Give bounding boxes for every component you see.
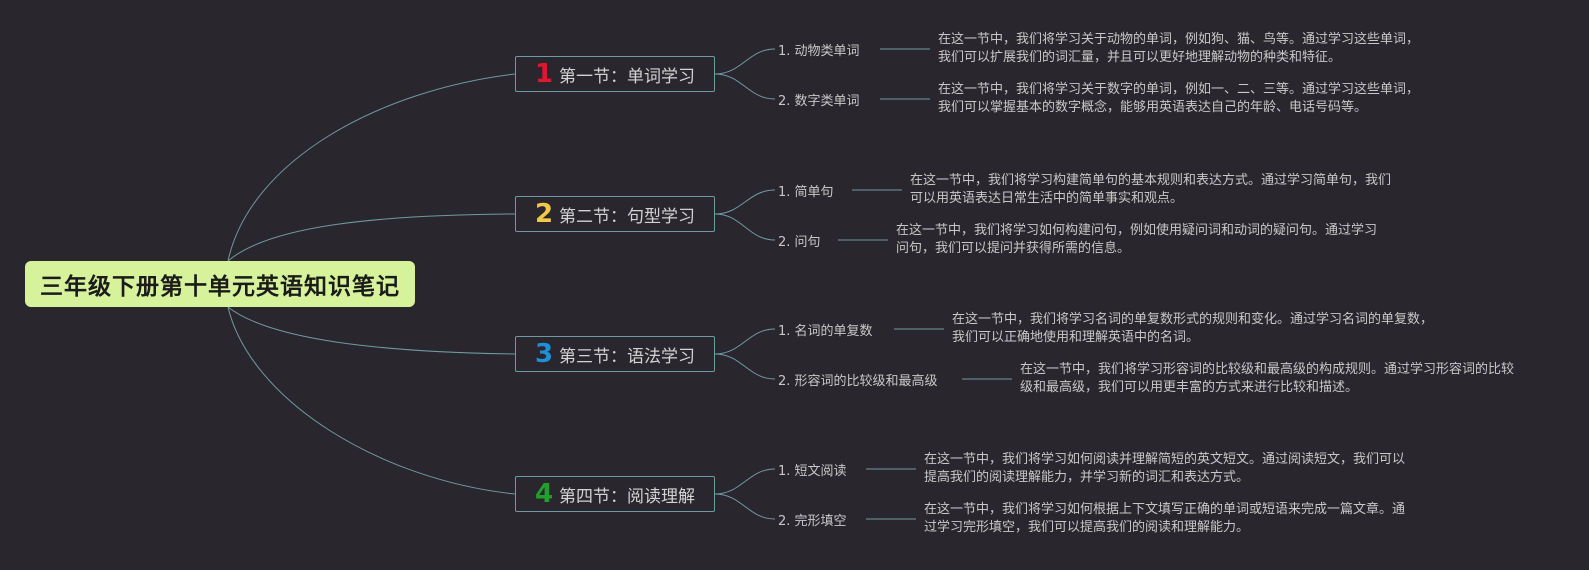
connector-section-4-item-2 (714, 493, 776, 520)
connector-root-section-4 (227, 306, 516, 495)
section-node-1[interactable]: 1 第一节：单词学习 (515, 56, 715, 92)
section-4-item-2-desc: 在这一节中，我们将学习如何根据上下文填写正确的单词或短语来完成一篇文章。通过学习… (924, 502, 1406, 535)
section-number-2: 2 (534, 199, 554, 229)
connector-section-3-item-2 (714, 353, 776, 380)
connector-section-2-item-1 (714, 189, 776, 215)
connector-section-4-item-1 (714, 468, 776, 495)
section-number-4: 4 (534, 479, 554, 509)
section-4-item-1-desc: 在这一节中，我们将学习如何阅读并理解简短的英文短文。通过阅读短文，我们可以提高我… (924, 452, 1406, 485)
section-3-item-2-desc: 在这一节中，我们将学习形容词的比较级和最高级的构成规则。通过学习形容词的比较级和… (1020, 362, 1515, 395)
connector-section-1-item-1 (714, 48, 776, 75)
section-number-3: 3 (534, 339, 554, 369)
connector-section-1-item-2 (714, 73, 776, 100)
connector-section-3-item-1 (714, 328, 776, 355)
section-title-3: 第三节：语法学习 (559, 346, 696, 367)
section-1-item-2-desc: 在这一节中，我们将学习关于数字的单词，例如一、二、三等。通过学习这些单词，我们可… (938, 82, 1420, 115)
section-node-4[interactable]: 4 第四节：阅读理解 (515, 476, 715, 512)
connector-root-section-2 (227, 213, 516, 262)
section-3-item-1-desc: 在这一节中，我们将学习名词的单复数形式的规则和变化。通过学习名词的单复数，我们可… (952, 312, 1434, 345)
section-2-item-2-label[interactable]: 2. 问句 (778, 235, 821, 250)
section-node-2[interactable]: 2 第二节：句型学习 (515, 196, 715, 232)
section-title-1: 第一节：单词学习 (559, 66, 696, 87)
connector-section-2-item-2 (714, 213, 776, 241)
connector-root-section-3 (227, 306, 516, 355)
section-title-4: 第四节：阅读理解 (559, 486, 696, 507)
section-3-item-1-label[interactable]: 1. 名词的单复数 (778, 324, 873, 339)
section-3-item-2-label[interactable]: 2. 形容词的比较级和最高级 (778, 374, 938, 389)
section-node-3[interactable]: 3 第三节：语法学习 (515, 336, 715, 372)
section-number-1: 1 (534, 59, 554, 89)
section-4-item-1-label[interactable]: 1. 短文阅读 (778, 464, 847, 479)
connector-root-section-1 (227, 73, 516, 262)
root-node[interactable]: 三年级下册第十单元英语知识笔记 (25, 261, 415, 307)
section-title-2: 第二节：句型学习 (559, 206, 696, 227)
section-2-item-1-desc: 在这一节中，我们将学习构建简单句的基本规则和表达方式。通过学习简单句，我们可以用… (910, 173, 1392, 206)
section-2-item-1-label[interactable]: 1. 简单句 (778, 185, 834, 200)
section-1-item-1-desc: 在这一节中，我们将学习关于动物的单词，例如狗、猫、鸟等。通过学习这些单词，我们可… (938, 32, 1420, 65)
root-title: 三年级下册第十单元英语知识笔记 (40, 274, 400, 300)
section-2-item-2-desc: 在这一节中，我们将学习如何构建问句，例如使用疑问词和动词的疑问句。通过学习问句，… (896, 223, 1378, 256)
section-1-item-1-label[interactable]: 1. 动物类单词 (778, 44, 860, 59)
section-1-item-2-label[interactable]: 2. 数字类单词 (778, 94, 860, 109)
section-4-item-2-label[interactable]: 2. 完形填空 (778, 514, 847, 529)
